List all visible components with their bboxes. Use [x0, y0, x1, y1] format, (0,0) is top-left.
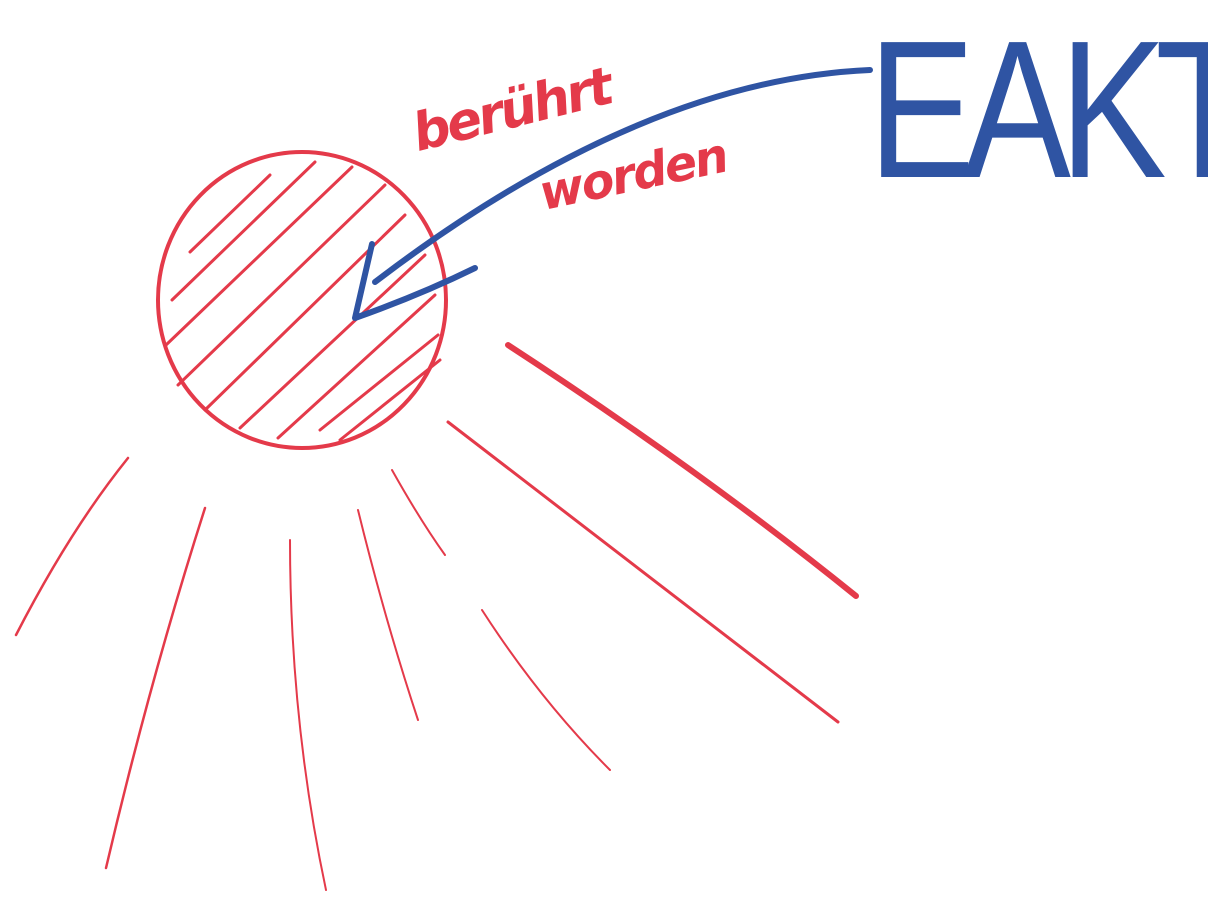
radiating-rays: [16, 345, 856, 890]
hatch-line: [172, 162, 315, 300]
arrow-shaft: [375, 70, 870, 282]
hatch-line: [240, 255, 425, 428]
ray-line: [106, 508, 205, 868]
ray-line: [392, 470, 445, 555]
ray-line: [482, 610, 610, 770]
ray-line: [448, 422, 838, 722]
ray-line: [290, 540, 326, 890]
ray-line: [16, 458, 128, 635]
ray-line: [508, 345, 856, 596]
hatch-line: [166, 167, 352, 345]
hatch-line: [178, 185, 385, 385]
hatch-line: [190, 175, 270, 252]
ray-line: [358, 510, 418, 720]
blue-arrow: [355, 70, 870, 318]
